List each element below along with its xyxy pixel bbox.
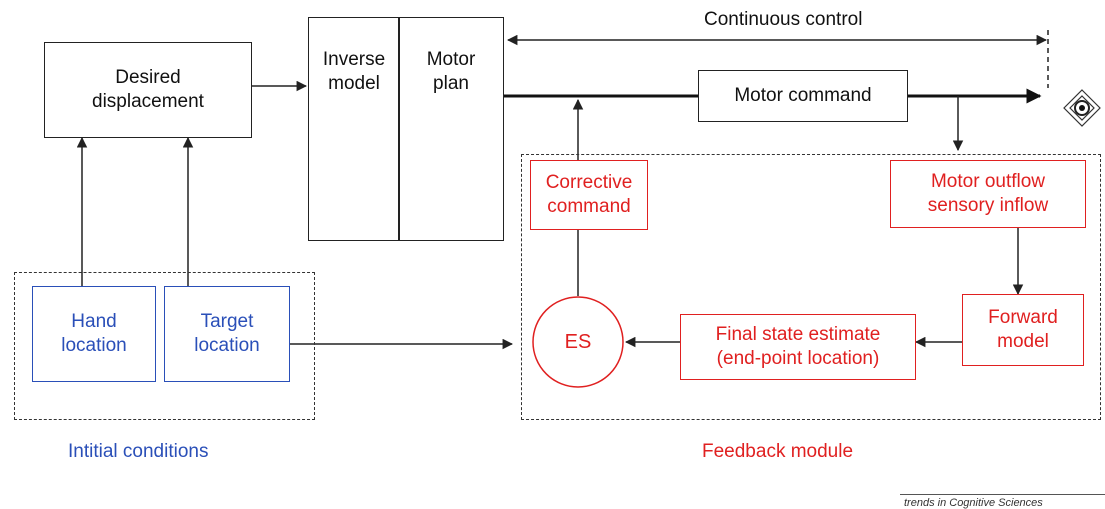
credit-rule [900, 494, 1105, 495]
forward-model-box: Forward model [962, 294, 1084, 366]
motor-command-box: Motor command [698, 70, 908, 122]
motor-outflow-box: Motor outflow sensory inflow [890, 160, 1086, 228]
initial-conditions-label: Intitial conditions [68, 441, 209, 462]
target-icon [1063, 89, 1101, 127]
corrective-command-box: Corrective command [530, 160, 648, 230]
desired-displacement-box: Desired displacement [44, 42, 252, 138]
hand-location-box: Hand location [32, 286, 156, 382]
es-circle [532, 296, 624, 388]
motor-plan-box: Motor plan [398, 17, 504, 241]
final-state-box: Final state estimate (end-point location… [680, 314, 916, 380]
es-label: ES [564, 330, 592, 353]
initial-conditions-group [14, 272, 315, 420]
feedback-module-group [521, 154, 1101, 420]
continuous-control-label: Continuous control [704, 9, 863, 30]
target-location-box: Target location [164, 286, 290, 382]
inverse-model-box: Inverse model [308, 17, 400, 241]
feedback-module-label: Feedback module [702, 441, 854, 462]
journal-credit: trends in Cognitive Sciences [904, 497, 1043, 509]
